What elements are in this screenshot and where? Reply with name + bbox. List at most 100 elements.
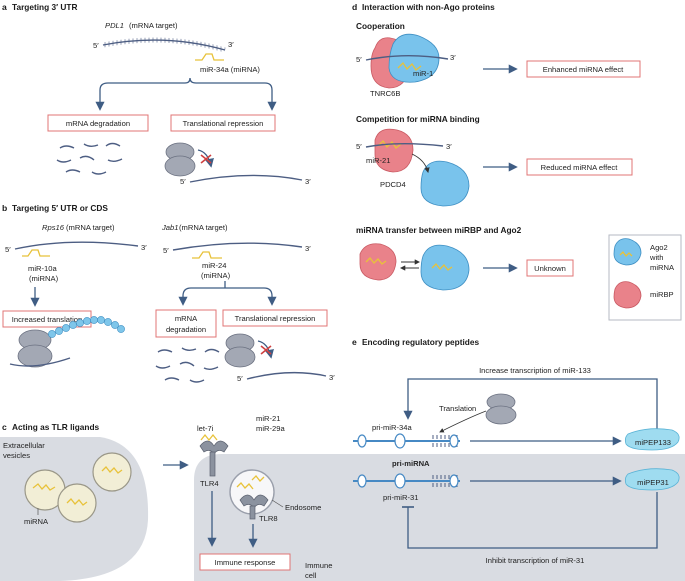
panel-b-right-degradation-2: degradation (166, 325, 206, 334)
panel-b-left-gene: Rps16 (42, 223, 65, 232)
panel-e-pri34a-transcript (353, 433, 460, 449)
panel-e-bottom-text: Inhibit transcription of miR-31 (486, 556, 585, 565)
panel-d-legend-ago-2: with (649, 253, 664, 262)
panel-c-tlr8-label: TLR8 (259, 514, 278, 523)
panel-e-primirna-label: pri-miRNA (392, 459, 430, 468)
panel-d-legend-ago2-icon (613, 238, 642, 266)
panel-d-legend-mirbp: miRBP (650, 290, 674, 299)
panel-e-mipep31-shape (624, 468, 680, 491)
panel-b-right-mirna-2: (miRNA) (201, 271, 231, 280)
panel-b-letter: b (2, 203, 7, 213)
panel-c: c Acting as TLR ligands Extracellular ve… (0, 414, 685, 581)
panel-a-3prime: 3′ (228, 40, 234, 49)
panel-d-comp-rbp (374, 128, 414, 173)
panel-c-tlr4-label: TLR4 (200, 479, 219, 488)
panel-e: e Encoding regulatory peptides Increase … (352, 337, 680, 565)
panel-e-mipep31: miPEP31 (637, 478, 669, 487)
panel-d-coop-5prime: 5′ (356, 55, 362, 64)
panel-d-title: Interaction with non-Ago proteins (362, 2, 495, 12)
panel-c-let7-label: let-7i (197, 424, 214, 433)
panel-d-tnrc6b-label: TNRC6B (370, 89, 400, 98)
panel-c-response: Immune response (215, 558, 276, 567)
panel-d-transfer-rbp (359, 243, 397, 281)
panel-d-comp-5prime: 5′ (356, 142, 362, 151)
panel-d-comp-mrna (365, 143, 444, 148)
panel-a-outcome-degradation: mRNA degradation (66, 119, 130, 128)
panel-b-right-5prime: 5′ (163, 246, 169, 255)
panel-a-outcome-repression: Translational repression (183, 119, 264, 128)
panel-e-top-text: Increase transcription of miR-133 (479, 366, 591, 375)
panel-e-pri31-label: pri-miR-31 (383, 493, 418, 502)
panel-d-comp-ago2 (420, 160, 470, 207)
panel-d-comp-outcome: Reduced miRNA effect (541, 163, 619, 172)
panel-c-vesicle-2 (57, 483, 97, 523)
panel-b-right-degradation-1: mRNA (175, 314, 198, 323)
panel-a-mrna-bases (102, 37, 226, 53)
panel-c-mir29-label: miR-29a (256, 424, 285, 433)
panel-c-tlr4-receptor (199, 433, 229, 477)
panel-d-letter: d (352, 2, 357, 12)
panel-e-pri31-transcript (353, 473, 460, 489)
panel-b-left-mrna-b (9, 357, 71, 367)
panel-b-right-5prime-b: 5′ (237, 374, 243, 383)
panel-e-mipep133-shape (624, 428, 680, 451)
panel-b-left-3prime: 3′ (141, 243, 147, 252)
panel-a-brace (99, 77, 273, 91)
panel-d-comp-3prime: 3′ (446, 142, 452, 151)
panel-b-right-mrna-fragments (155, 347, 220, 383)
panel-e-translation-label: Translation (439, 404, 476, 413)
panel-e-mipep133: miPEP133 (635, 438, 671, 447)
panel-a-outcome-repression-box (170, 114, 276, 132)
panel-c-letter: c (2, 422, 7, 432)
panel-e-title: Encoding regulatory peptides (362, 337, 479, 347)
panel-a-title: Targeting 3′ UTR (12, 2, 77, 12)
panel-b-right-mrna (172, 242, 303, 251)
panel-d-transfer-title: miRNA transfer between miRBP and Ago2 (356, 225, 522, 235)
panel-a-ribosome-icon (164, 142, 196, 177)
panel-b-left-mirna-2: (miRNA) (29, 274, 59, 283)
panel-d-legend-ago-1: Ago2 (650, 243, 668, 252)
panel-e-increase-loop (403, 378, 658, 450)
panel-b-peptide-chain (48, 316, 125, 338)
panel-b-title: Targeting 5′ UTR or CDS (12, 203, 108, 213)
panel-d-transfer-outcome: Unknown (534, 264, 566, 273)
panel-c-mir21-label: miR-21 (256, 414, 280, 423)
panel-d-legend-ago-3: miRNA (650, 263, 675, 272)
panel-a-mrna-b (189, 174, 303, 183)
panel-d-mir21-label: miR-21 (366, 156, 390, 165)
panel-a-3prime-b: 3′ (305, 177, 311, 186)
panel-a-mrna-fragments (56, 142, 123, 175)
panel-a-5prime: 5′ (93, 41, 99, 50)
panel-c-vesicles-1: Extracellular (3, 441, 45, 450)
panel-e-letter: e (352, 337, 357, 347)
panel-d-coop-title: Cooperation (356, 21, 405, 31)
panel-c-mirna-label: miRNA (24, 517, 49, 526)
panel-d-comp-displace-arrow (411, 153, 430, 174)
panel-c-vesicle-3 (92, 452, 132, 492)
panel-b-right-3prime: 3′ (305, 244, 311, 253)
panel-b-right-ribosome-icon (224, 333, 256, 368)
panel-d-pdcd4-label: PDCD4 (380, 180, 406, 189)
panel-b-left-5prime: 5′ (5, 245, 11, 254)
panel-d-coop-outcome: Enhanced miRNA effect (543, 65, 624, 74)
panel-d: d Interaction with non-Ago proteins Coop… (352, 2, 682, 321)
panel-a-mirna-label: miR-34a (miRNA) (200, 65, 260, 74)
panel-b-left-outcome: Increased translation (12, 315, 83, 324)
panel-c-endosome (229, 469, 275, 520)
panel-b-right-repression: Translational repression (235, 314, 316, 323)
panel-b-right-target-label: (mRNA target) (179, 223, 228, 232)
panel-a-mirna-strand (195, 53, 224, 61)
panel-c-vesicles-2: vesicles (3, 451, 30, 460)
panel-d-comp-title: Competition for miRNA binding (356, 114, 480, 124)
panel-a-target-gene: PDL1 (105, 21, 124, 30)
panel-a-translation-arrow (197, 149, 214, 168)
panel-b-right-mrna-b (246, 371, 327, 380)
panel-b-right-mirna-1: miR-24 (202, 261, 226, 270)
panel-d-transfer-ago2 (420, 244, 470, 291)
panel-b-right-3prime-b: 3′ (329, 373, 335, 382)
panel-b-right-gene: Jab1 (161, 223, 178, 232)
panel-b-left-mirna-strand (22, 249, 50, 257)
panel-c-immune-cell (194, 454, 685, 581)
panel-b-ribosome-icon (17, 329, 53, 368)
